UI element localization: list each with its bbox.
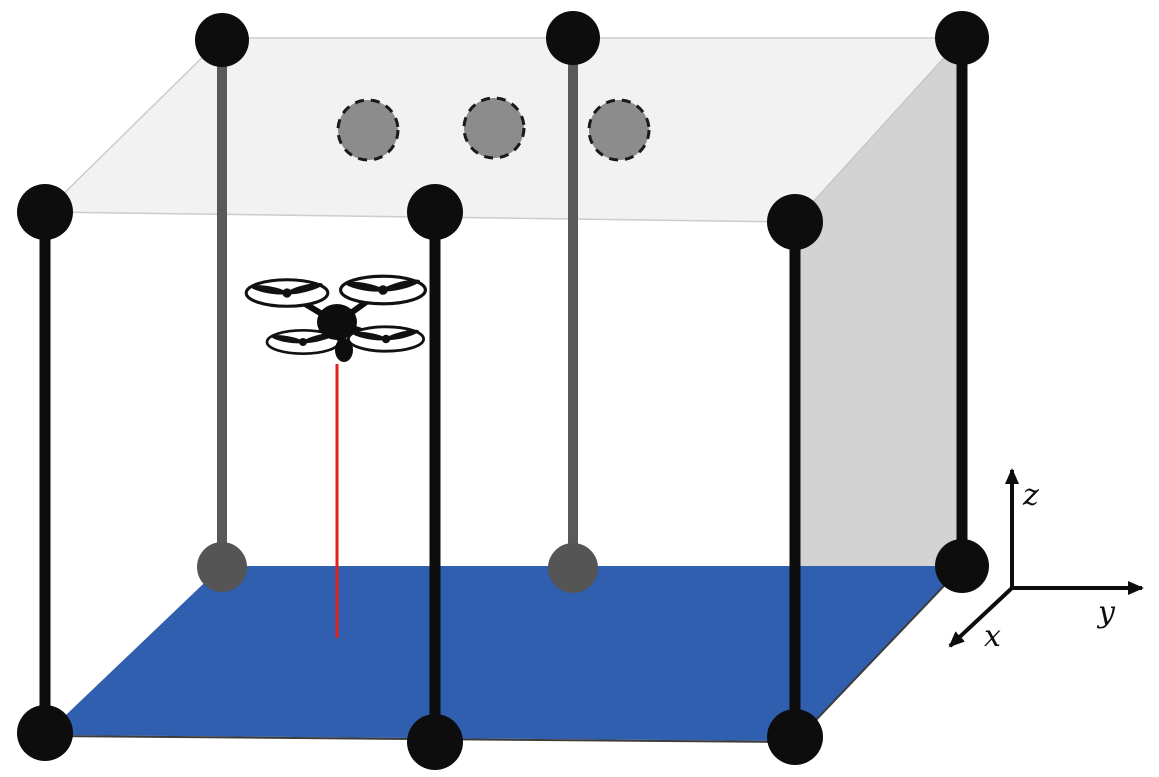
pole-back-left [195,13,249,592]
waypoint-marker-3 [587,98,651,162]
drone-icon [244,274,427,362]
waypoint-marker-2 [462,96,526,160]
post-front-left-bottom-sphere [17,705,73,761]
post-front-right [767,194,823,765]
waypoint-markers [336,96,651,162]
drone-rotor-back-right [339,274,427,306]
pole-back-left-floor-sphere [197,542,247,592]
post-back-right [935,11,989,593]
drone-rotor-back-left [244,278,330,308]
post-front-center-bottom-sphere [407,714,463,770]
drone-camera [335,338,353,362]
drone-arms [285,287,387,345]
pole-back-center [546,11,600,593]
axis-x [948,586,1014,648]
post-front-left-top-sphere [17,184,73,240]
waypoint-marker-1 [336,98,400,162]
axis-y-label: y [1096,595,1116,630]
pole-back-left-top-sphere [195,13,249,67]
coordinate-axes: z y x [948,468,1144,654]
post-front-right-top-sphere [767,194,823,250]
post-front-left [17,184,73,761]
pole-back-center-top-sphere [546,11,600,65]
axis-z-label: z [1022,478,1039,513]
post-front-right-bottom-sphere [767,709,823,765]
pole-back-center-floor-sphere [548,543,598,593]
drone-rotor-front-right [346,325,426,353]
arena-floor [45,566,962,741]
post-front-center [407,184,463,770]
post-back-right-top-sphere [935,11,989,65]
post-front-center-top-sphere [407,184,463,240]
axis-x-label: x [984,619,1001,654]
drone-body [317,304,357,340]
post-back-right-bottom-sphere [935,539,989,593]
